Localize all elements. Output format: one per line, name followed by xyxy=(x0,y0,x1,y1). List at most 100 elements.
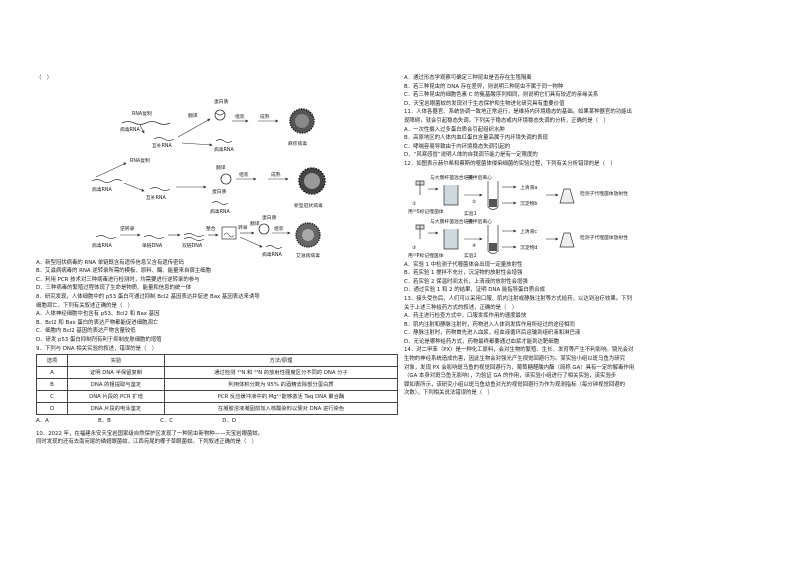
q14-stem-5: 骤如表所示，该研究小组以斑马鱼幼鱼对光的视觉回避行为作为观测指标（每分钟视觉回避… xyxy=(404,381,626,388)
exp2-detect-label: 检测子代噬菌体放射性 xyxy=(580,234,628,241)
double-dna-label: 双链DNA xyxy=(182,242,203,249)
q13-stem-cont: 关于上述三种给药方式的叙述，正确的是（ ） xyxy=(404,304,518,311)
question-stub: （ ） xyxy=(36,75,53,81)
q8-stem-cont: 细胞凋亡。下列有关叙述正确的是（ ） xyxy=(36,302,134,309)
table-cell: DNA 的粗提取与鉴定 xyxy=(67,378,165,392)
choice-c: C．C xyxy=(160,418,174,425)
q9-stem: 9．下列与 DNA 相关实验的叙述，错误的是（ ） xyxy=(36,345,158,352)
complementary-rna-label: 互补RNA xyxy=(152,142,173,149)
rna-copy-label: RNA复制 xyxy=(130,157,150,164)
virus-rna-label: 病毒RNA xyxy=(92,186,113,193)
table-cell: B xyxy=(36,378,68,392)
q11-option-d: D．“风寒感冒”说明人体的自我调节能力是有一定限度的 xyxy=(404,152,538,159)
q10-stem: 10．2022 年，在福建永安天宝岩国家级自然保护区发现了一种昆虫新物种——天宝… xyxy=(36,430,264,437)
progeny-rna-label: 病毒RNA xyxy=(214,146,235,153)
translate-label: 翻译 xyxy=(216,164,226,171)
q10-option-c: C．若三种昆虫的细胞色素 C 的氨基酸序列相同，则说明它们具有较近的亲缘关系 xyxy=(404,92,599,99)
q14-stem-6: 次数）。下列相关说法错误的是（ ） xyxy=(404,390,493,397)
q7-option-c: C．利用 PCR 技术对三种病毒进行检测时，均需要进行逆转录的参与 xyxy=(36,276,200,283)
virus-name-coronavirus: 新型冠状病毒 xyxy=(294,202,323,209)
q8-option-c: C．细胞内 Bcl2 基因的表达产物含量较低 xyxy=(36,328,136,335)
progeny-rna-label: 病毒RNA xyxy=(210,208,231,215)
q11-option-a: A．一次性摄入过多蛋白质会引起组织水肿 xyxy=(404,126,505,133)
table-cell: A xyxy=(36,366,68,380)
exp2-phage-label: 用³²P标记噬菌体 xyxy=(408,252,444,259)
table-cell: PCR 反应缓冲液中的 Mg²⁺能够激活 Taq DNA 聚合酶 xyxy=(164,390,398,404)
q11-option-b: B．高原地区的人体内血红蛋白含量高属于内环境失调的表现 xyxy=(404,135,548,142)
transcribe-label: 转录 xyxy=(238,224,248,231)
exp1-phage-label: 用³⁵S标记噬菌体 xyxy=(408,208,444,215)
reverse-transcription-label: 逆转录 xyxy=(120,225,135,232)
q13-option-b: B．肌内注射和静脉注射时，药物进入人体到发挥作用所经过的途径相同 xyxy=(404,321,575,328)
assemble-label: 组装 xyxy=(274,225,284,232)
assemble-label: 组装 xyxy=(235,113,245,120)
exp1-sediment: 沉淀物b xyxy=(520,200,537,207)
exp1-number-1: ① xyxy=(412,201,416,207)
table-header-row: 选项 实验 方法/原理 xyxy=(36,354,398,368)
q13-option-d: D．无论是哪种给药方式，药物最终都要通过血浆才能到达靶细胞 xyxy=(404,338,560,345)
exp1-detect-label: 检测子代噬菌体放射性 xyxy=(580,190,628,197)
q8-option-d: D．研发 p53 蛋白抑制剂有利于抑制皮肤细胞的增殖 xyxy=(36,336,162,343)
table-row: D DNA 片段的电泳鉴定 在凝胶溶液凝固前加入核酸染料以便对 DNA 进行染色 xyxy=(36,402,398,416)
q9-table: 选项 实验 方法/原理 A 证明 DNA 半保留复制 通过检测 ¹⁵N 和 ¹⁴… xyxy=(36,354,398,416)
exp2-title: 实验2 xyxy=(464,252,477,259)
virus-rna-label: 病毒RNA xyxy=(92,242,113,249)
q13-option-c: C．静脉注射时，药物首先进入血浆，经血液循环后运输到组织液和淋巴液 xyxy=(404,330,581,337)
exp1-title: 实验1 xyxy=(464,210,477,217)
single-dna-label: 单链DNA xyxy=(142,242,163,249)
exp2-supernatant: 上清液c xyxy=(520,228,537,235)
table-header: 方法/原理 xyxy=(164,354,398,368)
table-cell: 利用体积分数为 95% 的酒精去除部分蛋白质 xyxy=(164,378,398,392)
exp2-number-2: ④ xyxy=(472,243,476,249)
table-cell: DNA 片段的 PCR 扩增 xyxy=(67,390,165,404)
q8-stem: 8．研究发现，人体细胞中的 p53 蛋白可通过抑制 Bcl2 基因表达并促进 B… xyxy=(36,293,260,300)
experiment-1: ① 与大肠杆菌混合培养 搅拌后离心 ② 上清液a 沉淀物b 检测子代噬菌体放射性 xyxy=(408,174,628,217)
virus-name-measles: 麻疹病毒 xyxy=(288,140,307,147)
mature-label: 成熟 xyxy=(271,171,281,178)
exp1-centrifuge-label: 搅拌后离心 xyxy=(468,174,492,181)
virus-replication-diagram: RNA复制 病毒RNA 互补RNA 翻译 蛋白质 病毒RNA 组装 xyxy=(36,85,398,259)
choice-d: D．D xyxy=(222,418,236,425)
q10-stem-cont: 同时发现的还有去南宛尾的磷翅眼菌蚊，江西宛尾的椰子草眼菌蚊。下列叙述正确的是（ … xyxy=(36,439,258,446)
table-cell: C xyxy=(36,390,68,404)
q12-option-b: B．若实验 1 搅拌不充分，沉淀物的放射性会增强 xyxy=(404,270,523,277)
table-header: 实验 xyxy=(67,354,165,368)
virus-name-hiv: 艾滋病病毒 xyxy=(296,252,320,259)
q10-option-a: A．通过形态学观察可确定三种昆虫是否存在生殖隔离 xyxy=(404,75,532,81)
q12-option-a: A．实验 1 中检测子代噬菌体会出现一定量放射性 xyxy=(404,261,523,268)
q13-stem: 13．接头受伤后，人们可以采用口服、肌内注射或静脉注射等方式给药，以达到治疗效果… xyxy=(404,295,632,302)
choice-a: A．A xyxy=(36,418,49,425)
q12-option-c: C．若实验 2 保温时间太长，上清液的放射性会增强 xyxy=(404,278,528,285)
complementary-rna-label: 互补RNA xyxy=(146,194,167,201)
table-cell: 通过检测 ¹⁵N 和 ¹⁴N 的放射性强度区分不同的 DNA 分子 xyxy=(164,366,398,380)
mature-label: 成熟 xyxy=(260,113,270,120)
q12-stem: 12．如图表示赫尔希和蔡斯的噬菌体侵染细菌的实验过程，下列有关分析错误的是（ ） xyxy=(404,160,616,167)
q7-option-b: B．艾滋病病毒的 RNA 逆转录所需的模板、原料、酶、能量来自宿主细胞 xyxy=(36,268,211,275)
diagram-row-hiv: 病毒RNA 逆转录 单链DNA 双链DNA 整合 转录 翻译 xyxy=(92,214,321,259)
q10-option-d: D．天宝岩眼菌蚊的发现对于生态保护和生物进化研究具有重要价值 xyxy=(404,100,565,107)
q14-stem-4: （GA 本身对斑马鱼无影响），为验证 GA 的作用，该实验小组进行了相关实验，该… xyxy=(404,373,617,380)
progeny-rna-label: 病毒RNA xyxy=(262,251,283,258)
q7-option-d: D．三种病毒的繁殖过程体现了生命是物质、能量和信息的统一体 xyxy=(36,285,192,292)
q8-option-b: B．Bcl2 和 Bax 蛋白的表达产物都能促进细胞凋亡 xyxy=(36,319,159,326)
phage-experiment-diagram: ① 与大肠杆菌混合培养 搅拌后离心 ② 上清液a 沉淀物b 检测子代噬菌体放射性 xyxy=(404,171,766,259)
q14-stem-2: 生物的神经系统造成伤害，因此生物会对强光产生视觉回避行为。某实验小组以斑马鱼为研… xyxy=(404,356,626,363)
exp1-mix-label: 与大肠杆菌混合培养 xyxy=(430,174,473,181)
protein-label: 蛋白质 xyxy=(214,98,229,105)
exp1-supernatant: 上清液a xyxy=(520,184,537,191)
assemble-label: 组装 xyxy=(239,171,249,178)
table-cell: DNA 片段的电泳鉴定 xyxy=(67,402,165,416)
table-cell: 证明 DNA 半保留复制 xyxy=(67,366,165,380)
q11-option-c: C．哮喘容易导致由于内环境稳态失调引起的 xyxy=(404,143,511,150)
left-column: （ ） RNA复制 病毒RNA 互补RNA 翻译 xyxy=(36,74,398,447)
q10-option-b: B．若三种昆虫的 DNA 存在差异，则说明三种昆虫不属于同一物种 xyxy=(404,83,564,90)
q9-choices: A．A B．B C．C D．D xyxy=(36,417,236,426)
q14-stem-3: 对象，发现 PX 会影响斑马鱼的视觉回避行为，葡萄糖醛酸内酯（简称 GA）具有一… xyxy=(404,364,635,371)
table-cell: D xyxy=(36,402,68,416)
q11-stem: 11．人体各器官、系统协调一致地正常运行，是维持内环境稳态的基础。如果某种器官的… xyxy=(404,109,632,116)
diagram-row-coronavirus: RNA复制 病毒RNA 互补RNA 翻译 蛋白质 组装 病毒RNA 成熟 xyxy=(91,157,326,215)
exp2-sediment: 沉淀物d xyxy=(520,244,537,251)
diagram-row-measles: RNA复制 病毒RNA 互补RNA 翻译 蛋白质 病毒RNA 组装 xyxy=(120,98,315,153)
table-row: C DNA 片段的 PCR 扩增 PCR 反应缓冲液中的 Mg²⁺能够激活 Ta… xyxy=(36,390,398,404)
